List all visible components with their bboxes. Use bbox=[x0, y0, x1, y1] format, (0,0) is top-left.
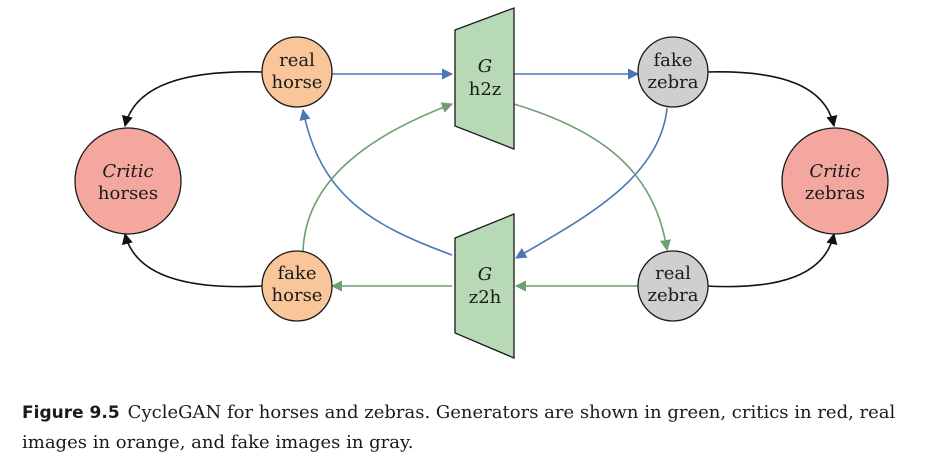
arrow-fake-zebra-to-z2h bbox=[515, 107, 668, 259]
cyclegan-diagram: Critic horses Critic zebras real horse f… bbox=[74, 7, 889, 359]
real-horse-line2: horse bbox=[272, 72, 323, 93]
generator-z2h-name: z2h bbox=[469, 287, 502, 308]
fake-zebra-line1: fake bbox=[654, 50, 693, 71]
arrow-fake-horse-to-critic bbox=[121, 232, 263, 288]
critic-horses-subject: horses bbox=[98, 183, 158, 204]
arrows bbox=[121, 68, 838, 292]
critic-zebras-node: Critic zebras bbox=[781, 127, 889, 235]
critic-horses-node: Critic horses bbox=[74, 127, 182, 235]
critic-zebras-title: Critic bbox=[809, 161, 860, 182]
critic-horses-title: Critic bbox=[102, 161, 153, 182]
generator-h2z: G h2z bbox=[454, 7, 515, 150]
figure-label: Figure 9.5 bbox=[22, 403, 120, 423]
arrow-fake-zebra-to-critic bbox=[705, 71, 838, 128]
fake-zebra-line2: zebra bbox=[648, 72, 699, 93]
real-horse-node: real horse bbox=[261, 36, 333, 108]
generator-h2z-name: h2z bbox=[469, 79, 502, 100]
fake-horse-node: fake horse bbox=[261, 250, 333, 322]
generator-h2z-symbol: G bbox=[478, 56, 492, 77]
arrow-z2h-to-real-horse bbox=[299, 108, 453, 256]
real-zebra-node: real zebra bbox=[637, 250, 709, 322]
real-zebra-line2: zebra bbox=[648, 285, 699, 306]
arrow-real-zebra-to-critic bbox=[705, 232, 838, 288]
critic-zebras-subject: zebras bbox=[805, 183, 865, 204]
fake-horse-line1: fake bbox=[278, 263, 317, 284]
arrow-fake-horse-to-h2z bbox=[302, 102, 454, 253]
generator-z2h: G z2h bbox=[454, 213, 515, 359]
real-horse-line1: real bbox=[279, 50, 315, 71]
caption-text: CycleGAN for horses and zebras. Generato… bbox=[22, 402, 896, 453]
fake-horse-line2: horse bbox=[272, 285, 323, 306]
generator-z2h-symbol: G bbox=[478, 264, 492, 285]
real-zebra-line1: real bbox=[655, 263, 691, 284]
arrow-real-horse-to-critic bbox=[121, 71, 263, 128]
arrow-h2z-to-real-zebra bbox=[513, 103, 672, 252]
fake-zebra-node: fake zebra bbox=[637, 36, 709, 108]
